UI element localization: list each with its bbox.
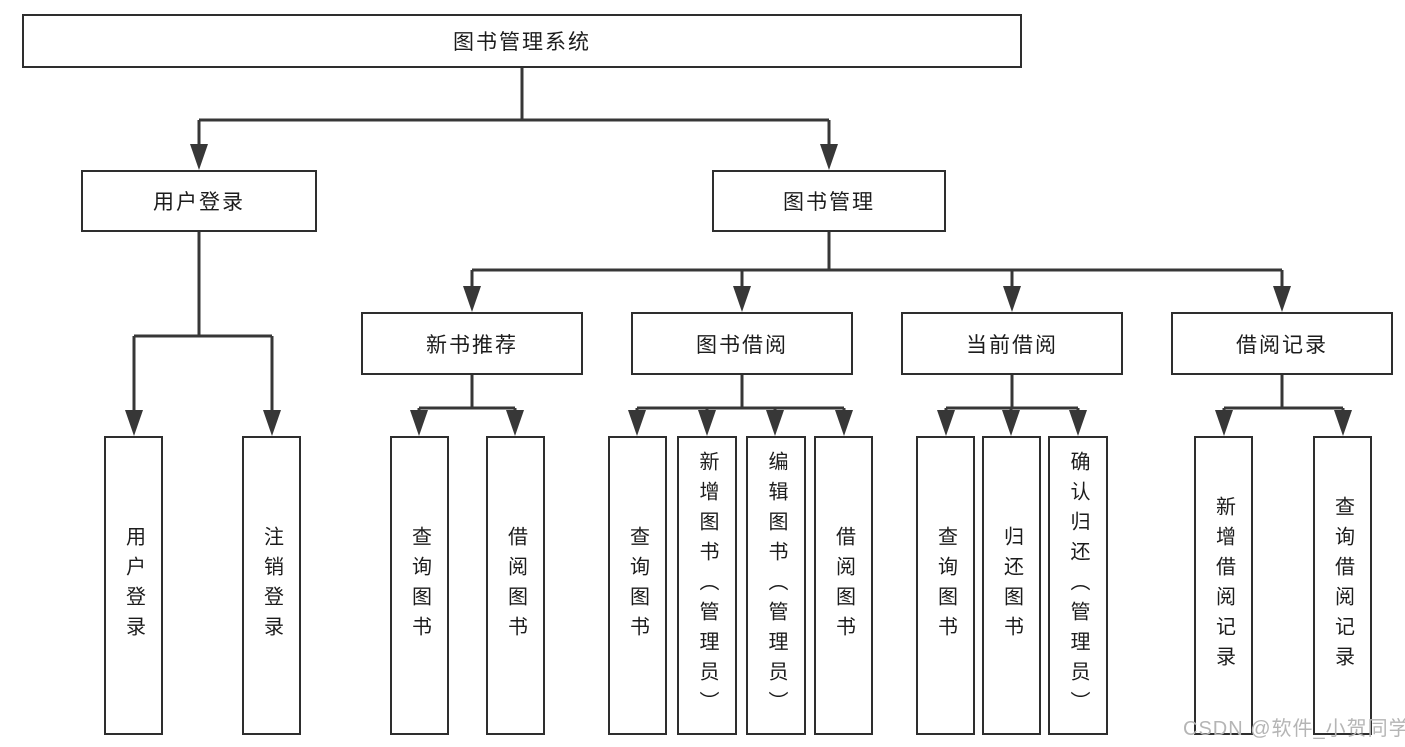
node-library-management-system: 图书管理系统 xyxy=(22,14,1022,68)
user-login-branch-connector xyxy=(125,232,281,436)
node-label: 借阅图书 xyxy=(832,525,855,646)
node-label: 图书管理 xyxy=(783,191,875,214)
leaf-return-books: 归还图书 xyxy=(982,436,1041,735)
node-label: 新增图书（管理员） xyxy=(696,450,718,721)
node-label: 图书管理系统 xyxy=(453,31,591,54)
root-to-level2-connector xyxy=(190,68,838,170)
node-current-borrowing: 当前借阅 xyxy=(901,312,1123,375)
node-label: 查询借阅记录 xyxy=(1331,495,1354,676)
node-label: 查询图书 xyxy=(408,525,431,646)
leaf-query-borrow-record: 查询借阅记录 xyxy=(1313,436,1372,735)
leaf-user-login: 用户登录 xyxy=(104,436,163,735)
leaf-borrow-books-recommend: 借阅图书 xyxy=(486,436,545,735)
node-borrowing-records: 借阅记录 xyxy=(1171,312,1393,375)
borrow-records-branch-connector xyxy=(1215,375,1352,436)
node-label: 注销登录 xyxy=(260,525,283,646)
node-label: 新书推荐 xyxy=(426,333,518,357)
node-label: 用户登录 xyxy=(153,191,245,214)
book-mgmt-to-level3-connector xyxy=(463,232,1291,312)
node-label: 确认归还（管理员） xyxy=(1067,450,1089,721)
new-book-branch-connector xyxy=(410,375,524,436)
node-book-management: 图书管理 xyxy=(712,170,946,232)
node-label: 当前借阅 xyxy=(966,333,1058,357)
node-label: 新增借阅记录 xyxy=(1212,495,1235,676)
leaf-edit-books-admin: 编辑图书（管理员） xyxy=(746,436,806,735)
node-label: 借阅图书 xyxy=(504,525,527,646)
leaf-logout: 注销登录 xyxy=(242,436,301,735)
node-label: 图书借阅 xyxy=(696,333,788,357)
node-book-borrowing: 图书借阅 xyxy=(631,312,853,375)
node-label: 用户登录 xyxy=(122,525,145,646)
leaf-add-books-admin: 新增图书（管理员） xyxy=(677,436,737,735)
node-label: 编辑图书（管理员） xyxy=(765,450,787,721)
node-label: 借阅记录 xyxy=(1236,333,1328,357)
leaf-query-books-borrowing: 查询图书 xyxy=(608,436,667,735)
leaf-borrow-books: 借阅图书 xyxy=(814,436,873,735)
node-label: 归还图书 xyxy=(1000,525,1023,646)
node-user-login: 用户登录 xyxy=(81,170,317,232)
leaf-query-books-current: 查询图书 xyxy=(916,436,975,735)
csdn-watermark: CSDN @软件_小贺同学 xyxy=(1183,718,1405,740)
leaf-query-books-recommend: 查询图书 xyxy=(390,436,449,735)
node-label: 查询图书 xyxy=(934,525,957,646)
book-borrow-branch-connector xyxy=(628,375,853,436)
node-label: 查询图书 xyxy=(626,525,649,646)
leaf-add-borrow-record: 新增借阅记录 xyxy=(1194,436,1253,735)
leaf-confirm-return-admin: 确认归还（管理员） xyxy=(1048,436,1108,735)
current-borrow-branch-connector xyxy=(937,375,1087,436)
node-new-book-recommendation: 新书推荐 xyxy=(361,312,583,375)
